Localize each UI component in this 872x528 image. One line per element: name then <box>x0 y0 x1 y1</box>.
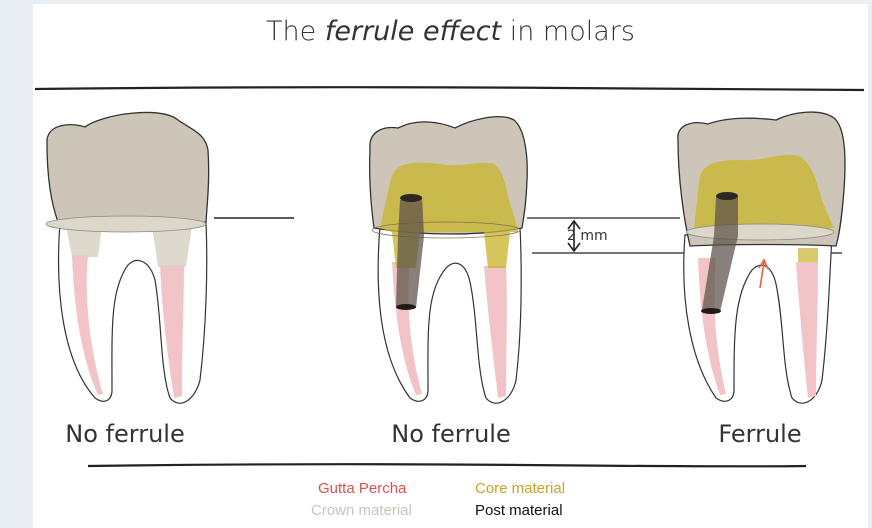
crown <box>47 112 209 229</box>
crown-material-extension <box>152 226 192 267</box>
page-title: The ferrule effect in molars <box>33 16 868 47</box>
title-text: The <box>266 16 325 47</box>
core-material-extension <box>798 248 818 262</box>
legend-crown-material: Crown material <box>311 502 412 519</box>
title-text-end: in molars <box>501 16 635 47</box>
legend-gutta-percha: Gutta Percha <box>318 480 406 497</box>
tooth-label-3: Ferrule <box>640 420 872 448</box>
crown-base <box>46 216 206 232</box>
legend-post-material: Post material <box>475 502 563 519</box>
title-italic: ferrule effect <box>325 16 501 47</box>
tooth-label-1: No ferrule <box>5 420 245 448</box>
post-tip <box>701 308 721 314</box>
measurement-label: 2 mm <box>567 228 608 244</box>
post-tip <box>396 304 416 310</box>
crown-base <box>686 224 834 240</box>
post-head <box>400 194 422 202</box>
legend-core-material: Core material <box>475 480 565 497</box>
tooth-label-2: No ferrule <box>331 420 571 448</box>
post-head <box>716 192 738 200</box>
